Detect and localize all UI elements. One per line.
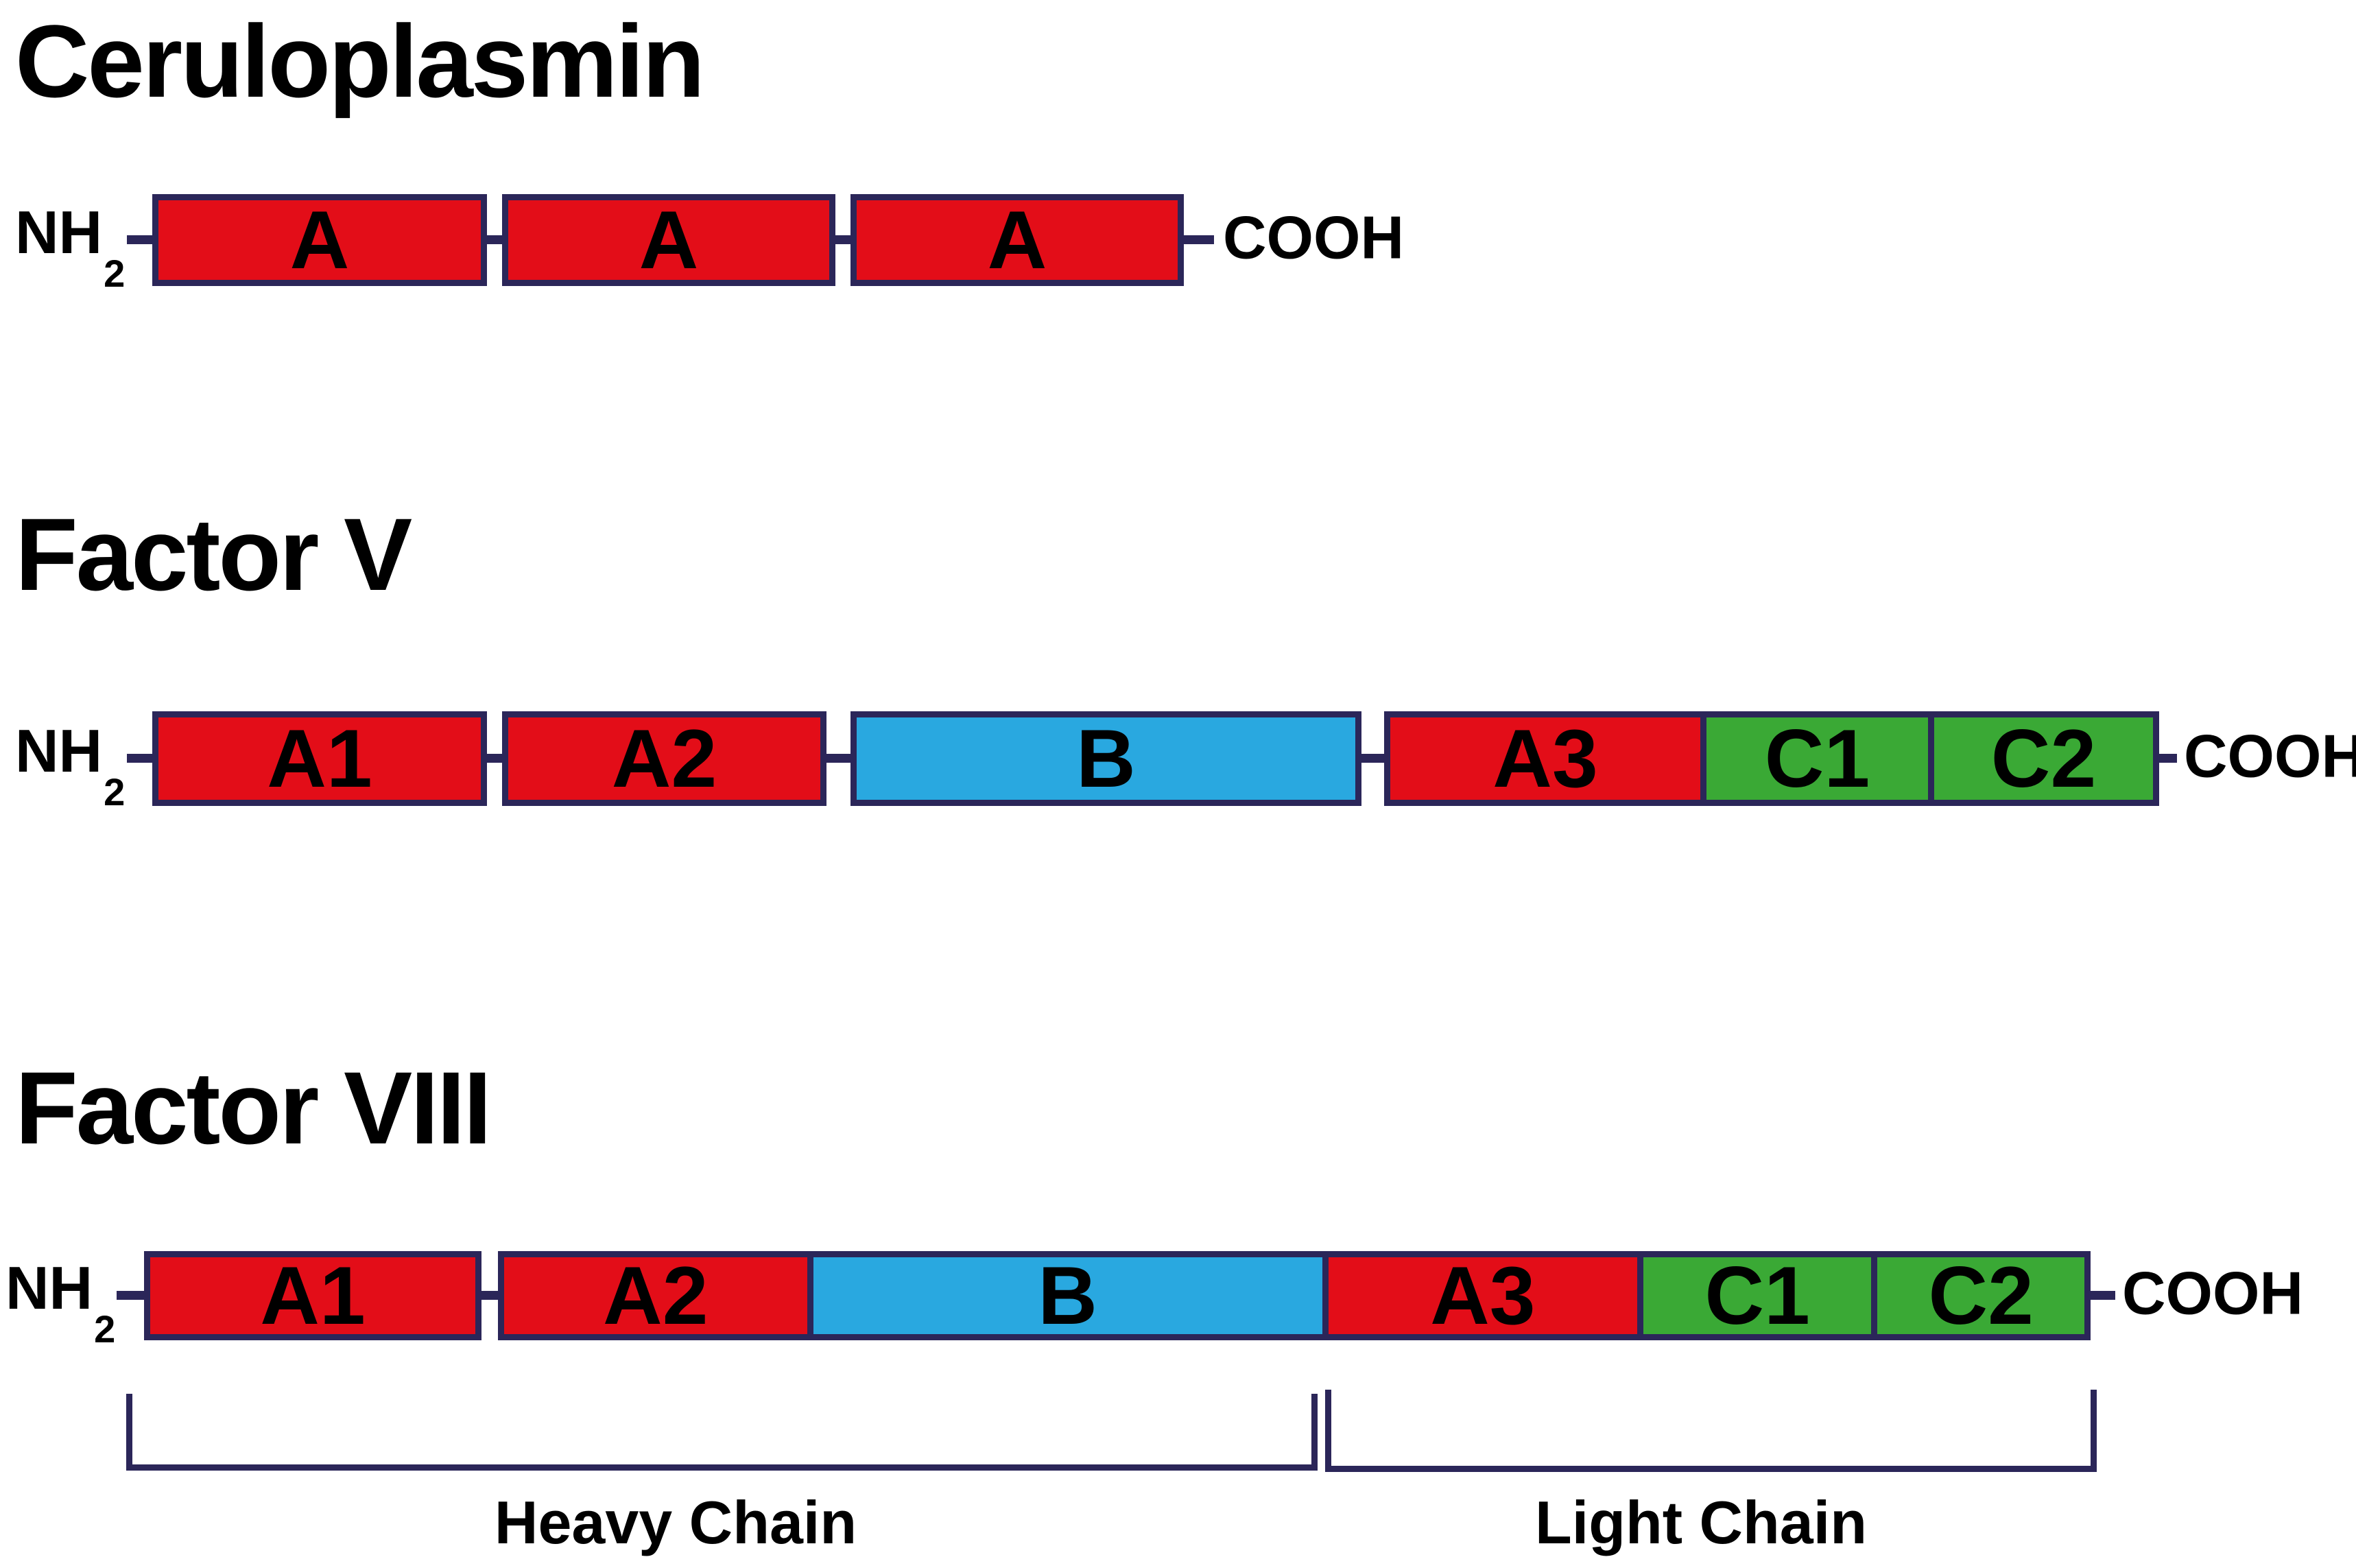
domain-box-a-third: A xyxy=(850,194,1184,286)
c-terminus-label: COOH xyxy=(1223,203,1404,272)
connector-line xyxy=(127,754,154,763)
protein-title-ceruloplasmin: Ceruloplasmin xyxy=(15,3,705,119)
connector-line xyxy=(480,1291,499,1300)
domain-box-a1: A1 xyxy=(152,711,487,806)
domain-a-third: A xyxy=(857,199,1178,281)
domain-box-b: B xyxy=(850,711,1361,806)
n-terminus-subscript: 2 xyxy=(94,1307,116,1351)
domain-c1: C1 xyxy=(1700,717,1928,800)
n-terminus-text: NH xyxy=(5,1254,93,1322)
heavy-chain-bracket xyxy=(126,1394,1318,1471)
connector-line xyxy=(117,1291,145,1300)
domain-box-a-first: A xyxy=(152,194,487,286)
domain-box-a2-b-a3-c1-c2: A2 B A3 C1 C2 xyxy=(498,1251,2091,1340)
light-chain-label: Light Chain xyxy=(1535,1488,1867,1556)
n-terminus-subscript: 2 xyxy=(104,251,126,295)
domain-box-a1: A1 xyxy=(144,1251,481,1340)
protein-row-ceruloplasmin: NH2 A A A COOH xyxy=(0,194,2356,293)
domain-a3: A3 xyxy=(1322,1255,1638,1337)
domain-b: B xyxy=(807,1255,1322,1337)
c-terminus-label: COOH xyxy=(2122,1259,2303,1327)
domain-box-a3-c1-c2: A3 C1 C2 xyxy=(1384,711,2159,806)
n-terminus-text: NH xyxy=(15,198,103,267)
n-terminus-label: NH2 xyxy=(15,721,125,811)
n-terminus-text: NH xyxy=(15,717,103,785)
domain-a2: A2 xyxy=(504,1255,807,1337)
n-terminus-label: NH2 xyxy=(5,1258,115,1349)
connector-line xyxy=(2089,1291,2115,1300)
connector-line xyxy=(1360,754,1385,763)
domain-a1: A1 xyxy=(158,717,481,800)
n-terminus-subscript: 2 xyxy=(104,770,126,813)
heavy-chain-label: Heavy Chain xyxy=(494,1488,857,1556)
domain-c2: C2 xyxy=(1871,1255,2084,1337)
protein-title-factor-viii: Factor VIII xyxy=(15,1050,492,1165)
domain-box-a2: A2 xyxy=(502,711,826,806)
domain-c1: C1 xyxy=(1637,1255,1872,1337)
domain-c2: C2 xyxy=(1928,717,2153,800)
connector-line xyxy=(1182,235,1214,244)
c-terminus-label: COOH xyxy=(2184,722,2356,790)
connector-line xyxy=(486,235,503,244)
domain-b: B xyxy=(857,717,1355,800)
connector-line xyxy=(2158,754,2177,763)
connector-line xyxy=(486,754,503,763)
n-terminus-label: NH2 xyxy=(15,202,125,293)
connector-line xyxy=(127,235,154,244)
domain-a3: A3 xyxy=(1390,717,1700,800)
domain-box-a-second: A xyxy=(502,194,835,286)
connector-line xyxy=(825,754,852,763)
protein-row-factor-v: NH2 A1 A2 B A3 C1 C2 COOH xyxy=(0,711,2356,811)
domain-a-second: A xyxy=(508,199,829,281)
protein-row-factor-viii: NH2 A1 A2 B A3 C1 C2 COOH xyxy=(0,1251,2356,1349)
domain-a-first: A xyxy=(158,199,481,281)
light-chain-bracket xyxy=(1325,1390,2097,1472)
domain-a1: A1 xyxy=(150,1255,475,1337)
connector-line xyxy=(834,235,852,244)
domain-a2: A2 xyxy=(508,717,820,800)
protein-title-factor-v: Factor V xyxy=(15,497,412,612)
